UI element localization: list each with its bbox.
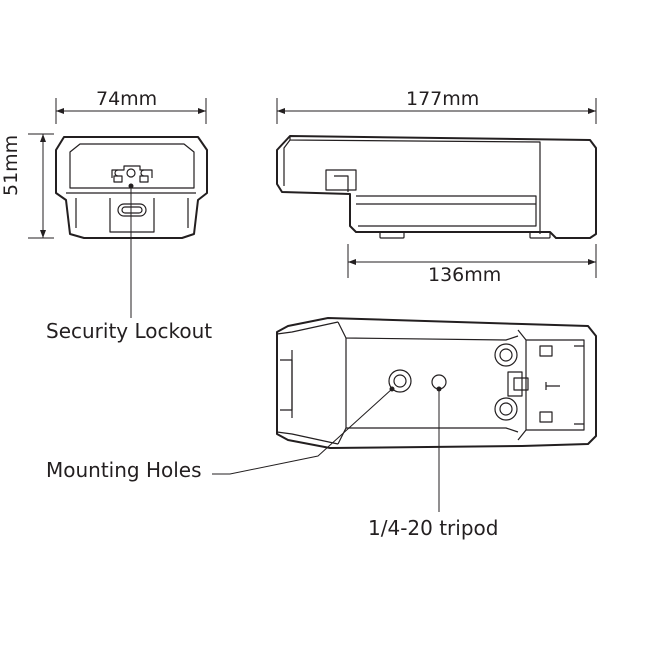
security-lockout-label: Security Lockout (46, 319, 213, 343)
device-side-outline (276, 135, 597, 239)
mounting-hole (388, 369, 412, 393)
mounting-hole (494, 397, 518, 421)
side-view (276, 98, 597, 278)
mounting-hole (494, 343, 518, 367)
mounting-holes-leader (212, 386, 395, 475)
front-view (28, 98, 208, 318)
length-dimension-line (276, 98, 597, 124)
base-length-dimension-line (347, 244, 597, 278)
length-dimension-label: 177mm (406, 88, 480, 110)
height-dimension-line (28, 133, 54, 239)
device-bottom-outline (276, 317, 597, 449)
tripod-label: 1/4-20 tripod (368, 516, 499, 540)
security-lockout-leader (128, 183, 134, 318)
mounting-holes-label: Mounting Holes (46, 458, 202, 482)
width-dimension-label: 74mm (96, 88, 158, 110)
tripod-leader (436, 386, 442, 512)
security-lockout-icon (111, 165, 153, 183)
bottom-view (212, 317, 597, 512)
width-dimension-line (55, 98, 207, 124)
height-dimension-label: 51mm (0, 134, 22, 196)
base-length-dimension-label: 136mm (428, 264, 502, 286)
